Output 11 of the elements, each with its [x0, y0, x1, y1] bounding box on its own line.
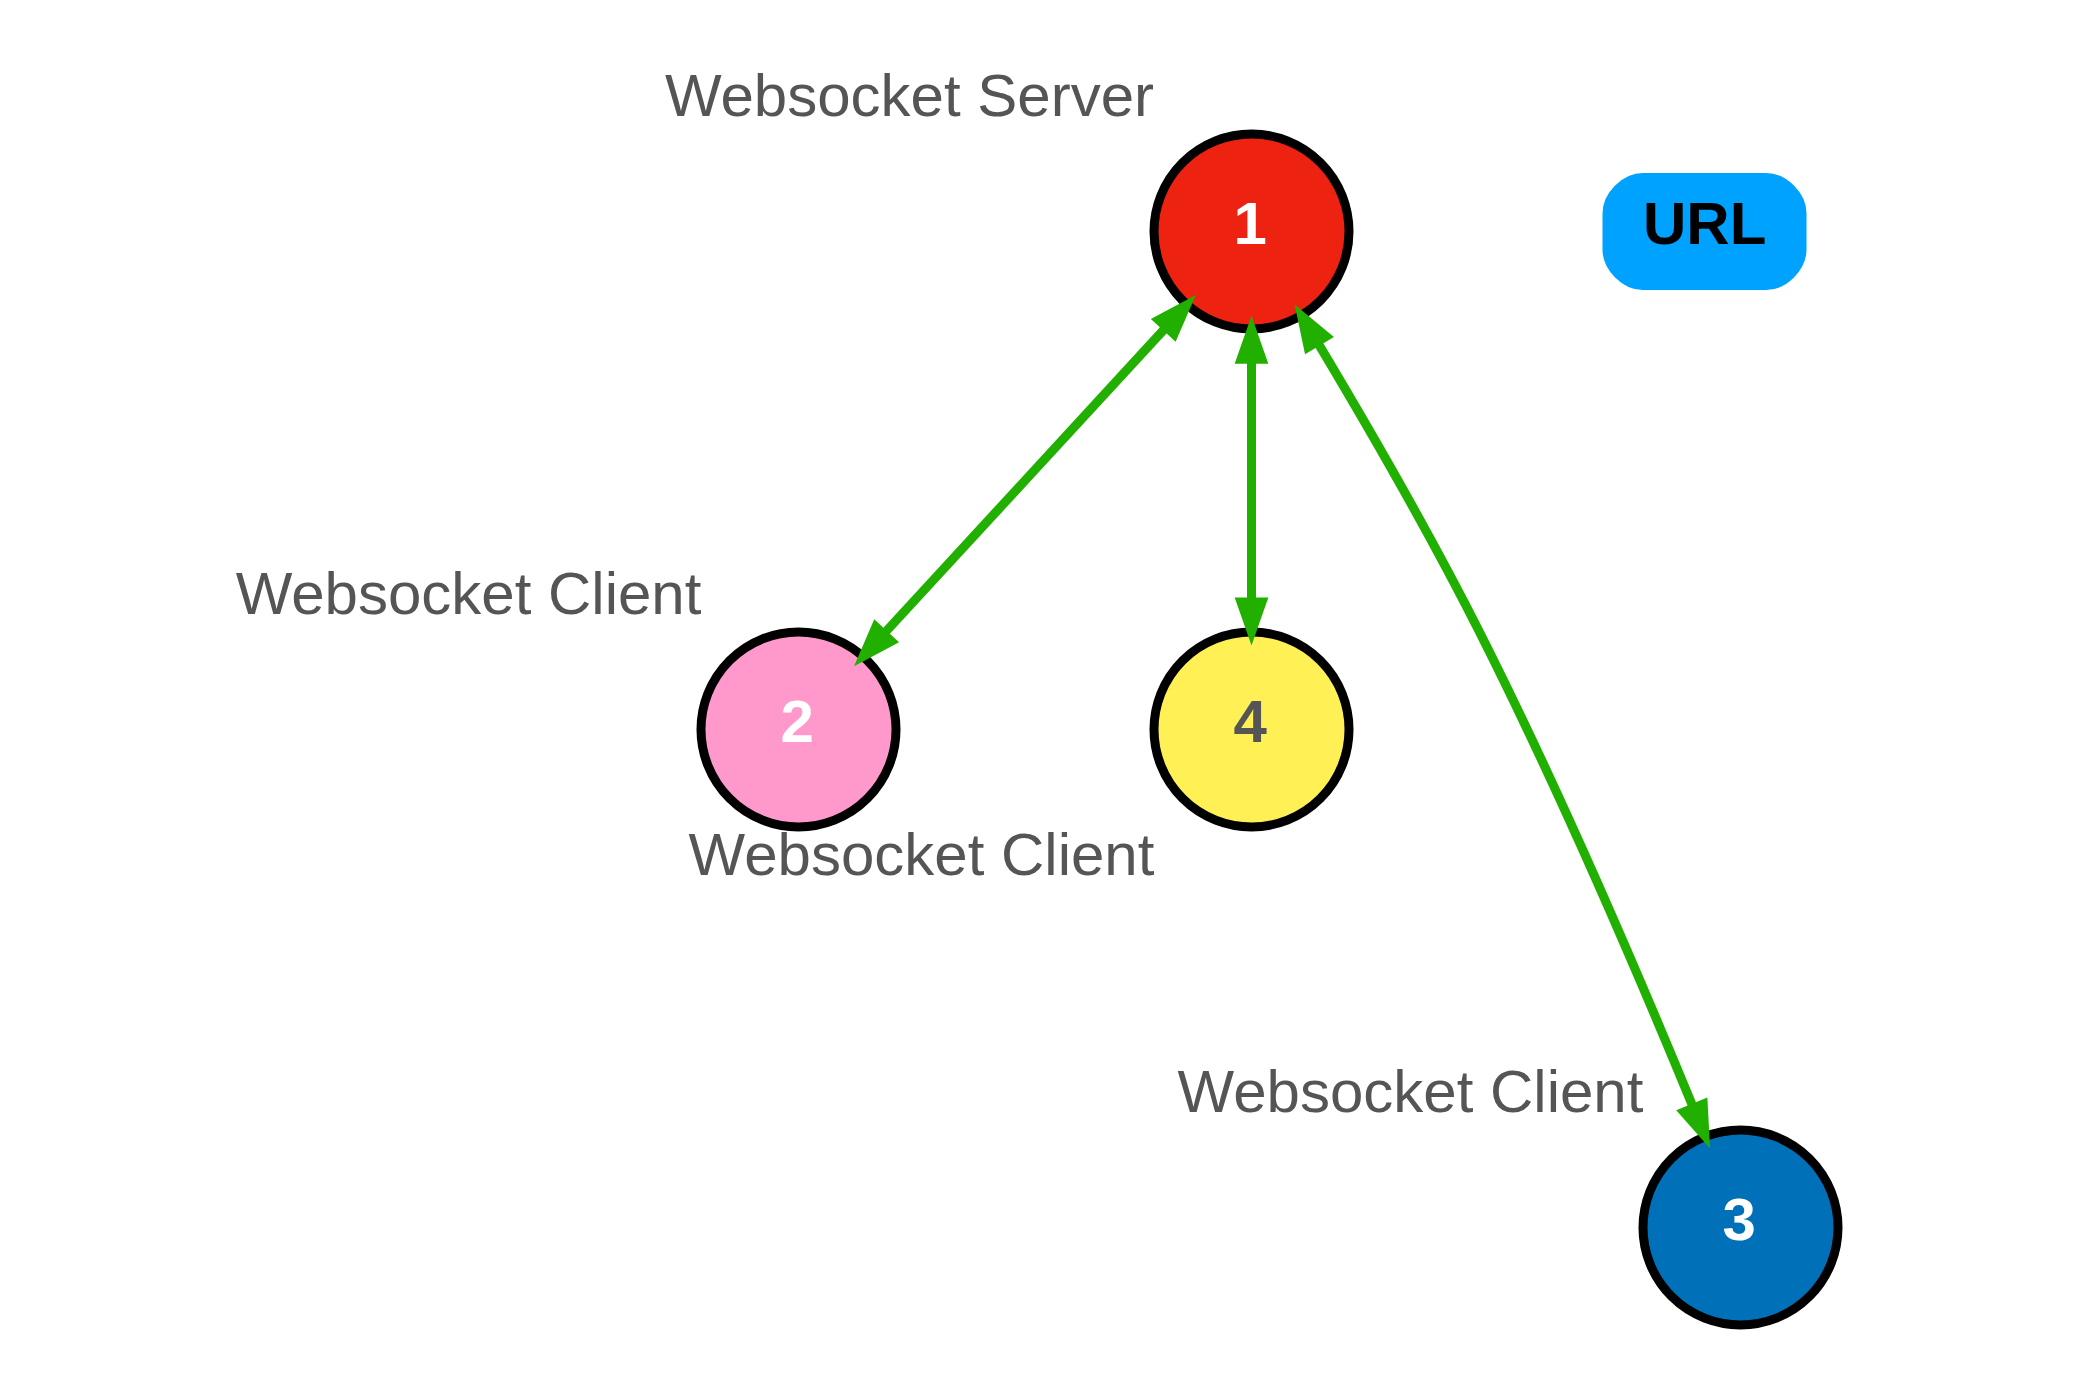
- node-box: URL: [1602, 173, 1806, 290]
- node-circle: 3: [1638, 1125, 1842, 1330]
- node-circle: 1: [1149, 129, 1353, 334]
- node-label: Websocket Server: [664, 62, 1154, 129]
- arrow: [1294, 304, 1710, 1149]
- arrow: [1234, 315, 1268, 646]
- node-circle: 2: [696, 627, 900, 832]
- arrow: [853, 295, 1196, 667]
- node-label: Websocket Client: [235, 560, 701, 627]
- node-label: Websocket Client: [1177, 1058, 1643, 1125]
- node-circle: 4: [1149, 627, 1353, 832]
